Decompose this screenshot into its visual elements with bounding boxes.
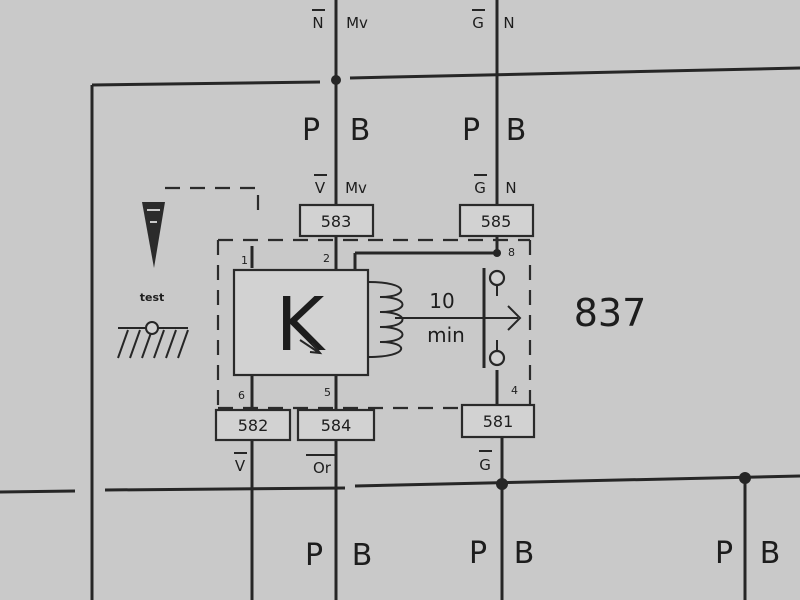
terminal-label: 585 (481, 212, 512, 231)
wire-code: G (479, 456, 491, 474)
harness-label: P (469, 536, 487, 571)
switch-contact-top (488, 269, 506, 287)
warning-symbol-icon (142, 202, 165, 268)
warning-triangle-icon (142, 202, 165, 268)
wire-code: V (315, 179, 326, 197)
test-contact-icon (145, 321, 159, 335)
harness-label: P (715, 536, 733, 571)
timer-value: 10 (429, 289, 454, 313)
terminal-583 (298, 203, 375, 238)
harness-label: P (302, 113, 320, 148)
pin-number: 5 (324, 386, 331, 399)
relay-body (232, 268, 370, 377)
harness-label: B (506, 113, 527, 148)
terminal-label: 582 (238, 416, 269, 435)
terminal-label: 583 (321, 212, 352, 231)
terminal-label: 581 (483, 412, 514, 431)
wire-code: Mv (346, 14, 368, 32)
timer-unit: min (427, 323, 465, 347)
wire-code: Or (313, 459, 332, 477)
top-bus-left (91, 80, 321, 87)
pin-number: 2 (323, 252, 330, 265)
harness-labels: P B P B P B P B P B (302, 113, 780, 573)
harness-label: B (350, 113, 371, 148)
terminal-585 (458, 203, 535, 238)
wire-code: G (474, 179, 486, 197)
wire-code: N (503, 14, 514, 32)
wire-code: G (472, 14, 484, 32)
harness-label: P (305, 538, 323, 573)
top-bus-right (349, 66, 800, 80)
timer-arrow-head-icon (507, 305, 522, 331)
test-label: test (140, 291, 165, 304)
switch-contact-bottom (488, 349, 506, 367)
terminal-582 (214, 408, 292, 442)
ground-hatch-icon (117, 329, 189, 359)
wire-codes: N Mv G N V Mv G N V Or G (234, 9, 517, 477)
junctions (331, 75, 751, 490)
boundary-top-left (165, 186, 260, 210)
warning-mark-icon (147, 209, 160, 223)
ground-test-point-icon (117, 321, 189, 359)
relay-letter: K (276, 282, 327, 368)
junction-dot (331, 75, 341, 85)
terminal-label: 584 (321, 416, 352, 435)
coil-icon (367, 281, 404, 358)
junction-dot (496, 478, 508, 490)
harness-label: B (514, 536, 535, 571)
junction-dot (493, 249, 501, 257)
pin-number: 1 (241, 254, 248, 267)
wire-code: Mv (345, 179, 367, 197)
harness-label: B (352, 538, 373, 573)
wire-code: N (505, 179, 516, 197)
pin-number: 8 (508, 246, 515, 259)
relay-arrow-icon (299, 339, 323, 355)
relay-reference: 837 (574, 291, 647, 335)
junction-dot (739, 472, 751, 484)
bottom-bus-mid (104, 486, 346, 492)
harness-label: B (760, 536, 781, 571)
pin-number: 6 (238, 389, 245, 402)
pin-number: 4 (511, 384, 518, 397)
harness-label: P (462, 113, 480, 148)
bottom-bus-left (0, 489, 76, 494)
wire-code: V (235, 457, 246, 475)
bottom-bus-right (354, 474, 800, 488)
wire-code: N (312, 14, 323, 32)
terminal-584 (296, 408, 376, 442)
terminal-581 (460, 403, 536, 439)
terminal-blocks: 583 585 582 584 581 (214, 203, 536, 442)
